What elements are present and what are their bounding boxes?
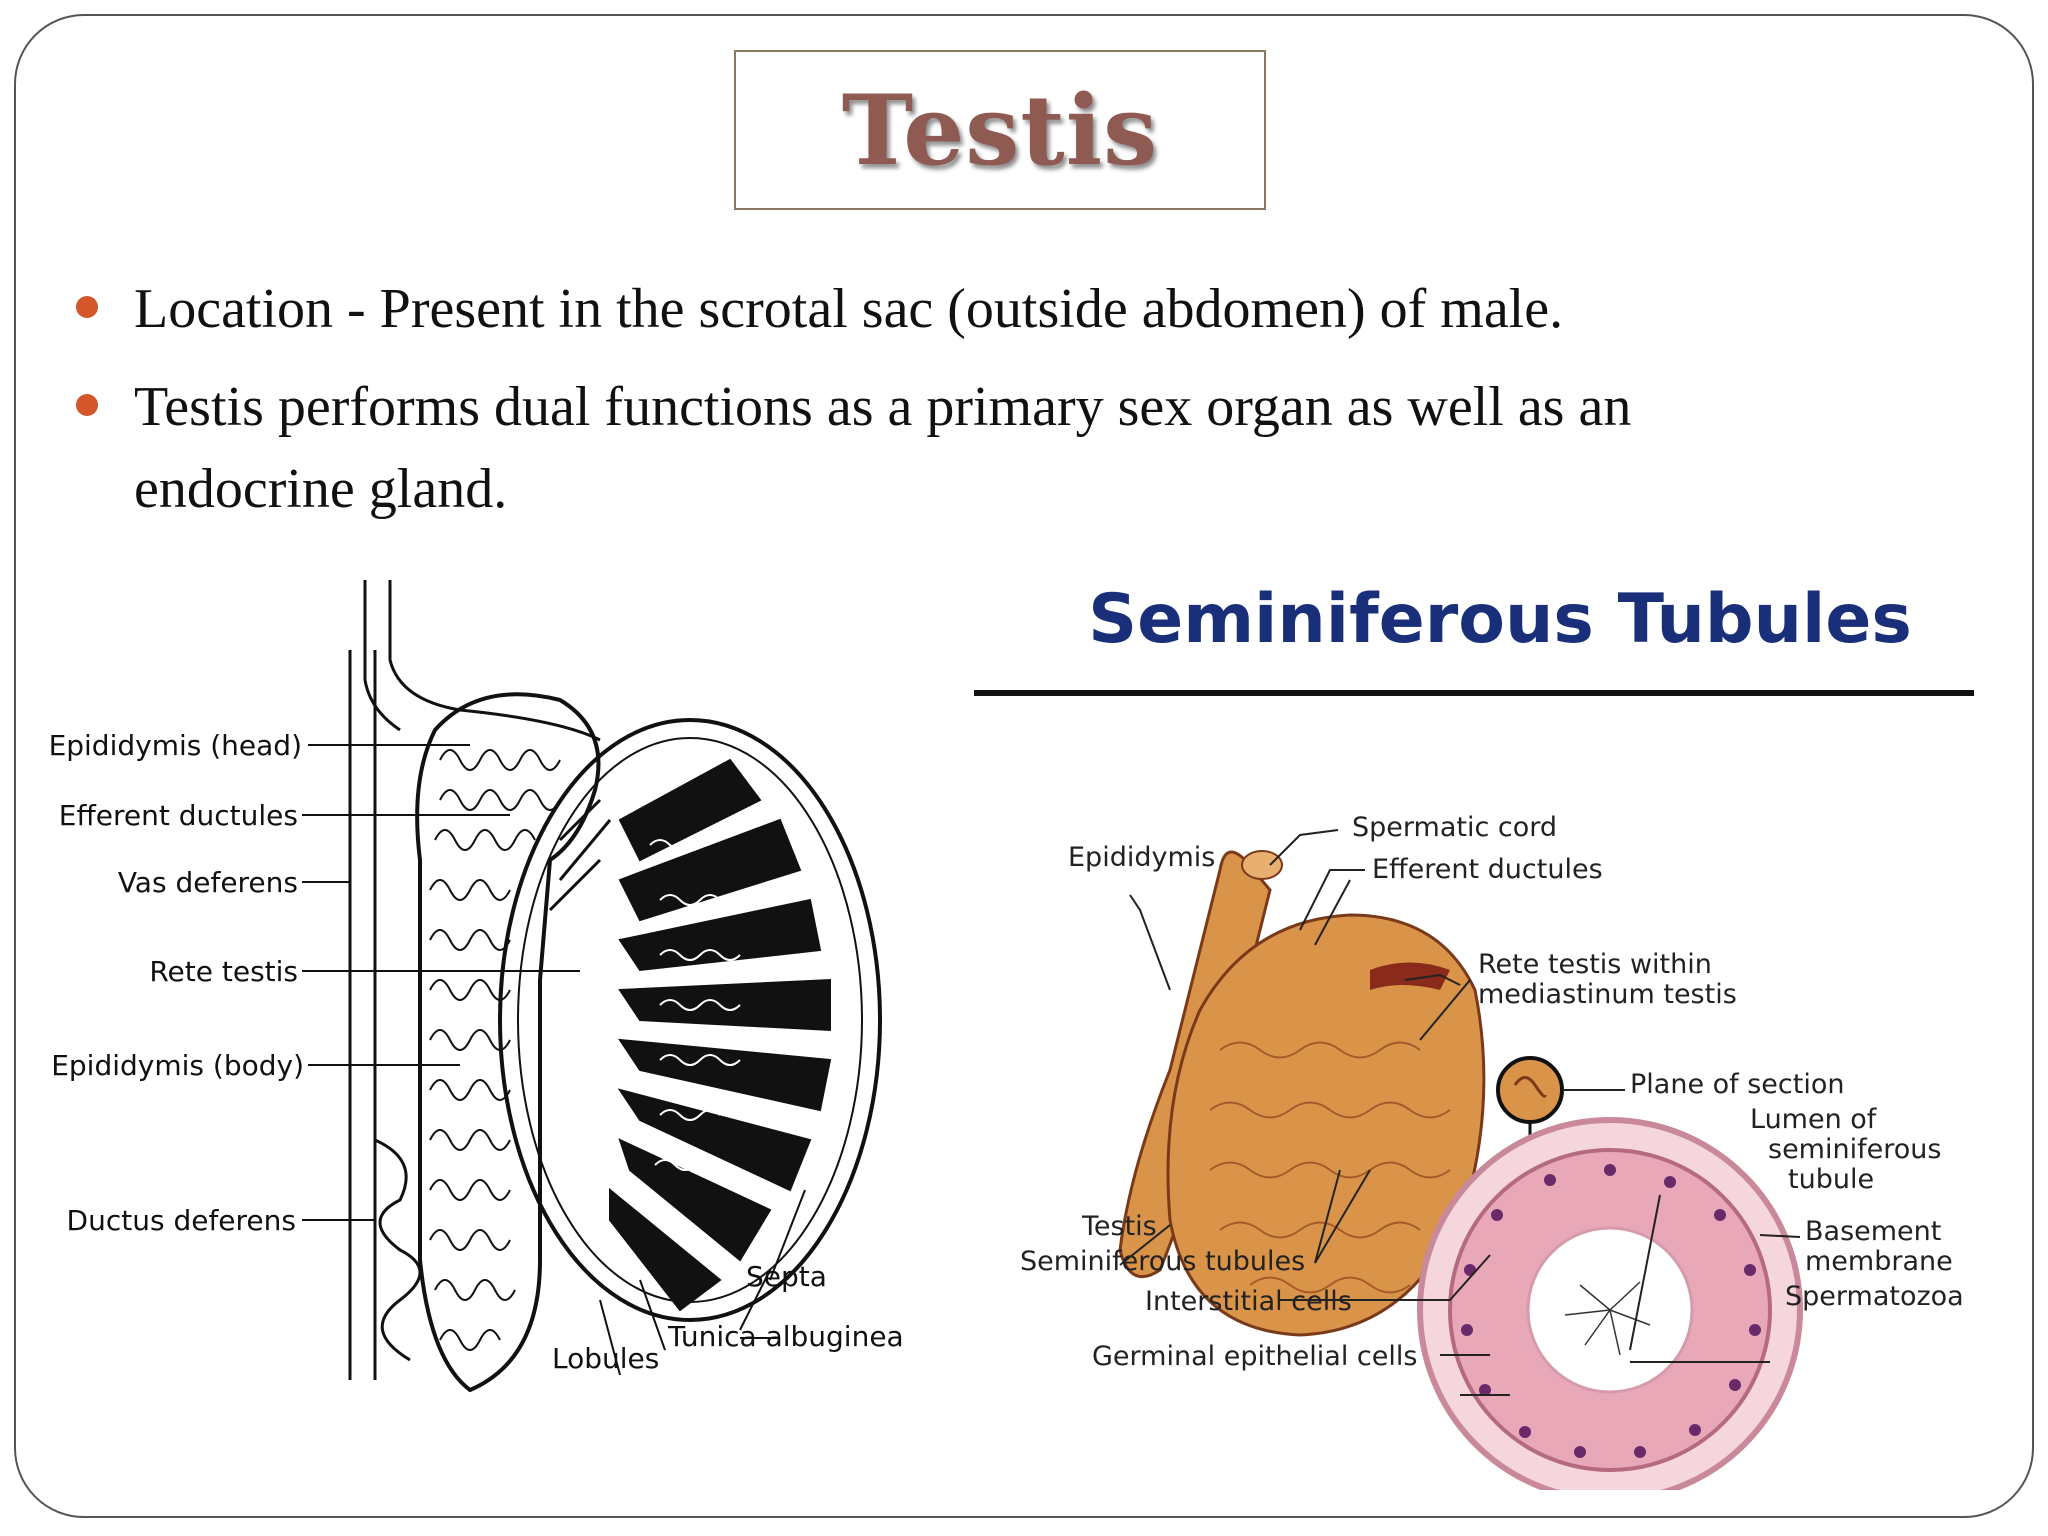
- label-spermatic-cord: Spermatic cord: [1352, 812, 1557, 843]
- label-interstitial-cells: Interstitial cells: [1145, 1286, 1352, 1317]
- label-epididymis-body: Epididymis (body): [51, 1049, 304, 1082]
- slide-title: Testis: [841, 73, 1159, 187]
- bullet-dot-icon: [76, 394, 98, 416]
- label-efferent-ductules: Efferent ductules: [59, 799, 298, 832]
- label-rete-testis-2: mediastinum testis: [1478, 979, 1737, 1010]
- label-epididymis: Epididymis: [1068, 842, 1215, 873]
- label-lumen-2: seminiferous: [1768, 1134, 1941, 1165]
- label-tunica-albuginea: Tunica albuginea: [667, 1320, 904, 1353]
- label-septa: Septa: [746, 1260, 827, 1293]
- label-lumen-3: tubule: [1788, 1164, 1874, 1195]
- label-spermatozoa: Spermatozoa: [1785, 1281, 1964, 1312]
- seminiferous-tubules-diagram: Seminiferous Tubules: [974, 580, 1974, 1490]
- label-basement-1: Basement: [1805, 1216, 1941, 1247]
- title-box: Testis: [734, 50, 1266, 210]
- rete-testis-shape: [1370, 962, 1450, 990]
- cord-end: [1241, 850, 1283, 880]
- bullet-text: Location - Present in the scrotal sac (o…: [134, 278, 1564, 340]
- testis-line-diagram: Epididymis (head) Efferent ductules Vas …: [49, 580, 904, 1393]
- label-germinal-epithelial-cells: Germinal epithelial cells: [1092, 1341, 1417, 1372]
- label-vas-deferens: Vas deferens: [118, 866, 298, 899]
- bullet-text: Testis performs dual functions as a prim…: [134, 376, 1632, 520]
- label-lumen-1: Lumen of: [1750, 1104, 1878, 1135]
- bullet-dot-icon: [76, 296, 98, 318]
- label-seminiferous-tubules: Seminiferous tubules: [1020, 1246, 1305, 1277]
- label-basement-2: membrane: [1805, 1246, 1953, 1277]
- label-epididymis-head: Epididymis (head): [49, 729, 302, 762]
- label-plane-of-section: Plane of section: [1630, 1069, 1844, 1100]
- label-ductus-deferens: Ductus deferens: [67, 1204, 296, 1237]
- label-testis: Testis: [1081, 1211, 1157, 1242]
- label-efferent-ductules: Efferent ductules: [1372, 854, 1603, 885]
- label-rete-testis-1: Rete testis within: [1478, 949, 1712, 980]
- section-magnifier: [1496, 1056, 1564, 1124]
- label-rete-testis: Rete testis: [149, 955, 298, 988]
- label-lobules: Lobules: [552, 1342, 659, 1375]
- diagram-title: Seminiferous Tubules: [1088, 580, 1912, 659]
